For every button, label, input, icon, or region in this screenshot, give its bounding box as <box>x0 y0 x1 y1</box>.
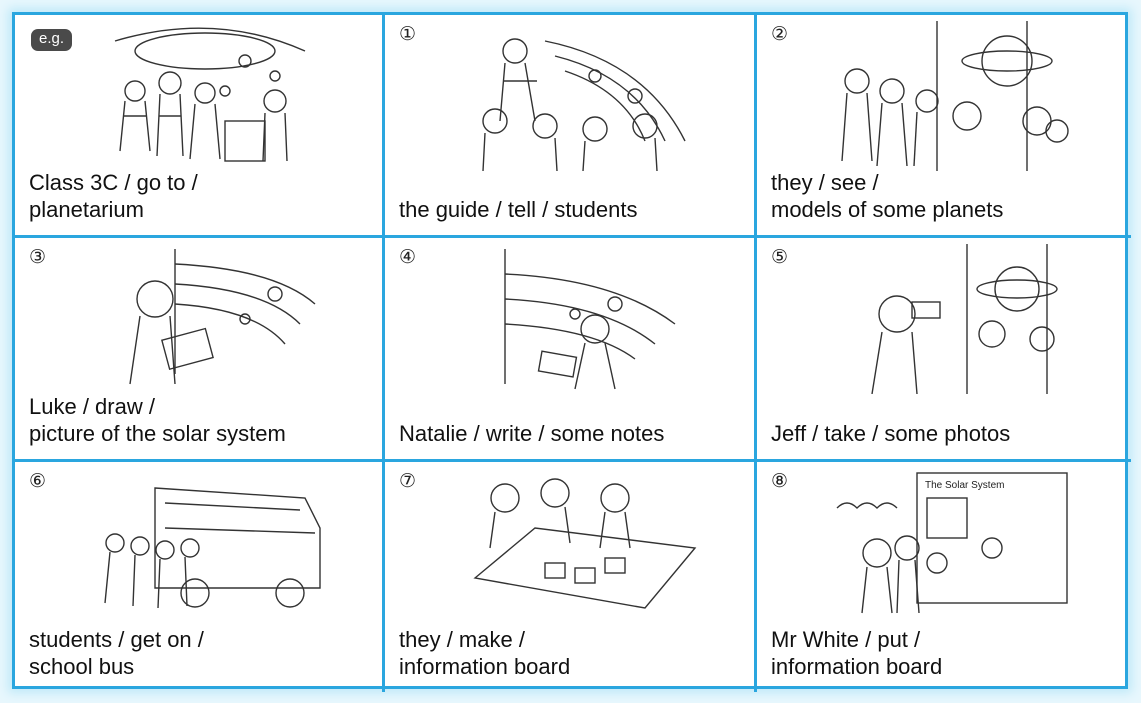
number-marker: ① <box>399 24 417 45</box>
number-marker: ⑤ <box>771 247 789 268</box>
planet-models-illustration <box>841 21 1069 171</box>
cell-7: ⑦ they / make / information board <box>385 462 757 692</box>
number-marker: ⑥ <box>29 471 47 492</box>
caption: the guide / tell / students <box>399 196 746 223</box>
caption-line-1: Class 3C / go to / <box>29 170 198 195</box>
worksheet: e.g. Class 3C / go to / planetarium ① <box>12 12 1131 692</box>
caption: Jeff / take / some photos <box>771 420 1123 447</box>
caption-line-1: students / get on / <box>29 627 204 652</box>
boy-taking-photos-illustration <box>871 244 1058 394</box>
caption-line-2: models of some planets <box>771 197 1004 222</box>
number-marker: ⑦ <box>399 471 417 492</box>
caption-line-1: they / see / <box>771 170 879 195</box>
caption-line-2: information board <box>399 654 571 679</box>
girl-writing-notes-illustration <box>504 249 676 390</box>
caption: Luke / draw / picture of the solar syste… <box>29 393 374 447</box>
number-marker: ④ <box>399 247 417 268</box>
cell-example: e.g. Class 3C / go to / planetarium <box>15 15 385 238</box>
caption-line-2: picture of the solar system <box>29 421 286 446</box>
caption: Mr White / put / information board <box>771 626 1123 680</box>
putting-up-board-illustration: The Solar System <box>836 472 1068 614</box>
caption: students / get on / school bus <box>29 626 374 680</box>
caption-line-2: planetarium <box>29 197 144 222</box>
cell-1: ① the guide / tell / students <box>385 15 757 238</box>
example-badge: e.g. <box>31 29 73 51</box>
number-marker: ② <box>771 24 789 45</box>
caption-line-1: they / make / <box>399 627 525 652</box>
cell-3: ③ Luke / draw / picture of the solar sys… <box>15 238 385 462</box>
cell-4: ④ Natalie / write / some notes <box>385 238 757 462</box>
caption-line-2: school bus <box>29 654 135 679</box>
cell-5: ⑤ Jeff / take / some photos <box>757 238 1131 462</box>
cell-2: ② they / see / models of some planets <box>757 15 1131 238</box>
planetarium-visit-illustration <box>114 27 306 162</box>
caption-line-2: information board <box>771 654 943 679</box>
caption-line-2: Natalie / write / some notes <box>399 421 665 446</box>
caption-line-2: Jeff / take / some photos <box>771 421 1011 446</box>
picture-grid: e.g. Class 3C / go to / planetarium ① <box>12 12 1131 692</box>
school-bus-illustration <box>104 487 321 609</box>
making-information-board-illustration <box>473 478 697 609</box>
cell-6: ⑥ students / get on / school bus <box>15 462 385 692</box>
caption-line-1: Mr White / put / <box>771 627 921 652</box>
caption-line-1: Luke / draw / <box>29 394 155 419</box>
caption: they / make / information board <box>399 626 746 680</box>
cell-8: ⑧ The Solar System Mr White / put / info… <box>757 462 1131 692</box>
caption-line-2: the guide / tell / students <box>399 197 638 222</box>
number-marker: ③ <box>29 247 47 268</box>
boy-drawing-illustration <box>129 249 316 385</box>
caption: Natalie / write / some notes <box>399 420 746 447</box>
guide-telling-students-illustration <box>482 38 686 171</box>
number-marker: ⑧ <box>771 471 789 492</box>
caption: they / see / models of some planets <box>771 169 1123 223</box>
board-title: The Solar System <box>925 480 1004 491</box>
caption: Class 3C / go to / planetarium <box>29 169 374 223</box>
